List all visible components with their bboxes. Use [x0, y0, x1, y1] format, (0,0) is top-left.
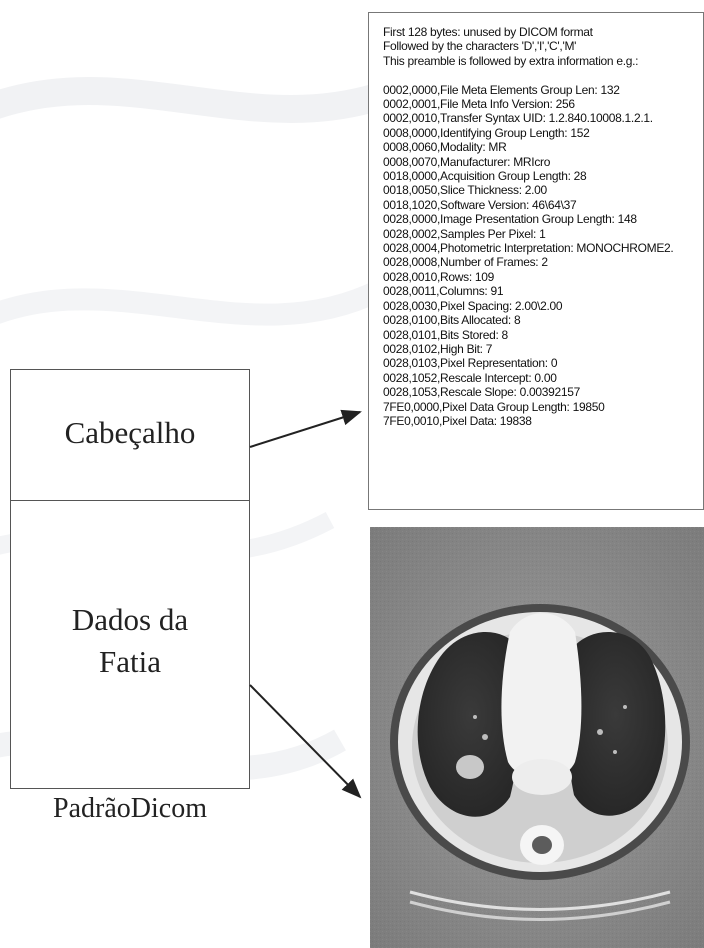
header-line: Followed by the characters 'D','I','C','…: [383, 39, 697, 53]
dicom-standard-caption: PadrãoDicom: [10, 793, 250, 825]
header-line: 0028,0010,Rows: 109: [383, 270, 697, 284]
header-line: 0008,0060,Modality: MR: [383, 140, 697, 154]
header-line: 0028,0101,Bits Stored: 8: [383, 328, 697, 342]
header-line: 0028,1052,Rescale Intercept: 0.00: [383, 371, 697, 385]
header-line: [383, 68, 697, 82]
header-line: 0028,0011,Columns: 91: [383, 284, 697, 298]
header-line: 0028,1053,Rescale Slope: 0.00392157: [383, 385, 697, 399]
header-line: 0028,0002,Samples Per Pixel: 1: [383, 227, 697, 241]
ct-slice-image: [370, 527, 704, 948]
header-line: 0002,0000,File Meta Elements Group Len: …: [383, 83, 697, 97]
header-line: 0028,0004,Photometric Interpretation: MO…: [383, 241, 697, 255]
header-line: 0018,1020,Software Version: 46\64\37: [383, 198, 697, 212]
header-line: 0002,0010,Transfer Syntax UID: 1.2.840.1…: [383, 111, 697, 125]
header-line: 0018,0000,Acquisition Group Length: 28: [383, 169, 697, 183]
header-line: 0028,0103,Pixel Representation: 0: [383, 356, 697, 370]
header-line: 0028,0008,Number of Frames: 2: [383, 255, 697, 269]
header-line: 0028,0100,Bits Allocated: 8: [383, 313, 697, 327]
header-line: 0002,0001,File Meta Info Version: 256: [383, 97, 697, 111]
header-line: First 128 bytes: unused by DICOM format: [383, 25, 697, 39]
header-line: This preamble is followed by extra infor…: [383, 54, 697, 68]
header-line: 7FE0,0010,Pixel Data: 19838: [383, 414, 697, 428]
slice-label-line-1: Dados da: [11, 599, 249, 641]
ct-scan-drawing: [370, 527, 704, 948]
header-line: 0028,0000,Image Presentation Group Lengt…: [383, 212, 697, 226]
section-divider: [11, 500, 249, 501]
dicom-header-panel: First 128 bytes: unused by DICOM formatF…: [368, 12, 704, 510]
header-line: 7FE0,0000,Pixel Data Group Length: 19850: [383, 400, 697, 414]
header-line: 0028,0102,High Bit: 7: [383, 342, 697, 356]
dicom-structure-block: Cabeçalho Dados da Fatia: [10, 369, 250, 789]
header-line: 0018,0050,Slice Thickness: 2.00: [383, 183, 697, 197]
slice-label-line-2: Fatia: [11, 641, 249, 683]
header-section-label: Cabeçalho: [11, 412, 249, 454]
header-line: 0008,0000,Identifying Group Length: 152: [383, 126, 697, 140]
slice-data-section-label: Dados da Fatia: [11, 599, 249, 683]
header-line: 0028,0030,Pixel Spacing: 2.00\2.00: [383, 299, 697, 313]
header-line: 0008,0070,Manufacturer: MRIcro: [383, 155, 697, 169]
